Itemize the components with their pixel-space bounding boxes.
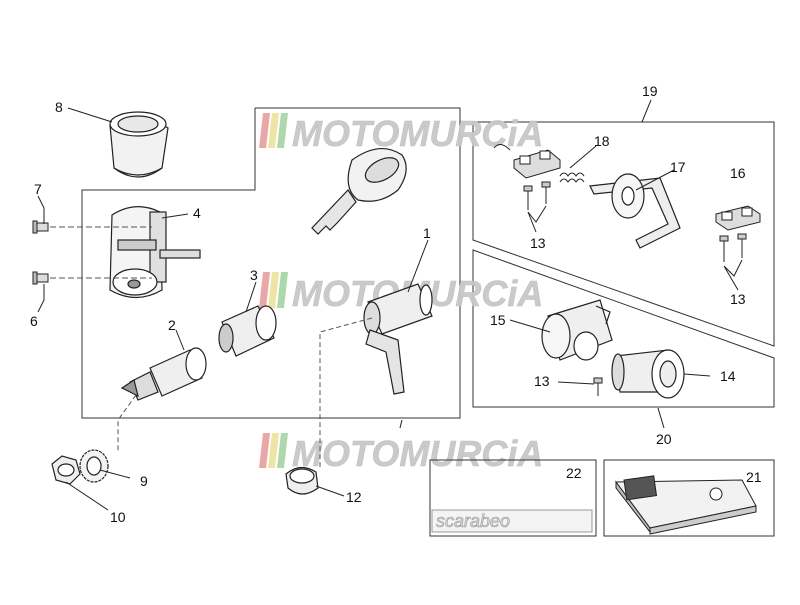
screw-icon — [593, 377, 603, 396]
callout-13a: 13 — [530, 235, 546, 251]
washer-icon — [79, 449, 109, 483]
callout-21: 21 — [746, 469, 762, 485]
part-2-cylinder — [120, 347, 207, 401]
nut-icon — [285, 466, 319, 495]
callout-22: 22 — [566, 465, 582, 481]
part-3-lock-barrel — [218, 305, 277, 357]
booklet-brand-logo: scarabeo — [436, 511, 510, 531]
screw-icon — [523, 181, 747, 262]
group-20-frame — [472, 249, 775, 408]
callout-7: 7 — [34, 181, 42, 197]
watermark-bottom: MOTOMURCiA — [259, 433, 544, 474]
callout-13c: 13 — [534, 373, 550, 389]
callout-19: 19 — [642, 83, 658, 99]
callout-17: 17 — [670, 159, 686, 175]
part-8-sleeve — [109, 111, 169, 178]
callout-6: 6 — [30, 313, 38, 329]
callout-3: 3 — [250, 267, 258, 283]
clip-icon — [493, 144, 561, 179]
callout-12: 12 — [346, 489, 362, 505]
callout-4: 4 — [193, 205, 201, 221]
part-14-bushing — [611, 349, 685, 399]
callout-13b: 13 — [730, 291, 746, 307]
part-15-lock-housing — [541, 299, 613, 361]
watermark-text: MOTOMURCiA — [292, 273, 543, 314]
dash-line — [319, 317, 373, 468]
manual-booklet-icon — [615, 475, 757, 535]
callout-20: 20 — [656, 431, 672, 447]
callout-10: 10 — [110, 509, 126, 525]
clip-icon — [715, 205, 761, 231]
callout-8: 8 — [55, 99, 63, 115]
group-19-frame — [472, 121, 775, 347]
watermark-text: MOTOMURCiA — [292, 113, 543, 154]
callout-14: 14 — [720, 368, 736, 384]
callout-numbers: 8 4 7 6 2 3 1 9 10 12 19 18 17 16 13 13 … — [30, 83, 762, 525]
booklet-22-frame — [429, 459, 597, 537]
part-4-ignition-lock — [109, 206, 201, 299]
callout-2: 2 — [168, 317, 176, 333]
watermark-text: MOTOMURCiA — [292, 433, 543, 474]
manual-booklet-icon: scarabeo — [431, 509, 593, 533]
callout-18: 18 — [594, 133, 610, 149]
main-group-frame — [81, 107, 461, 419]
callout-9: 9 — [140, 473, 148, 489]
nut-icon — [51, 455, 81, 485]
leader-lines — [37, 99, 743, 511]
screw-icon — [32, 220, 49, 285]
callout-16: 16 — [730, 165, 746, 181]
spring-icon — [559, 172, 585, 183]
watermark-middle: MOTOMURCiA — [259, 272, 544, 314]
watermark-top: MOTOMURCiA — [259, 113, 544, 154]
callout-1: 1 — [423, 225, 431, 241]
callout-15: 15 — [490, 312, 506, 328]
key-icon — [311, 148, 407, 235]
booklet-21-frame — [603, 459, 775, 537]
dash-line — [117, 394, 137, 452]
part-1-lock-cam — [363, 283, 433, 395]
part-17-rod — [589, 173, 681, 249]
